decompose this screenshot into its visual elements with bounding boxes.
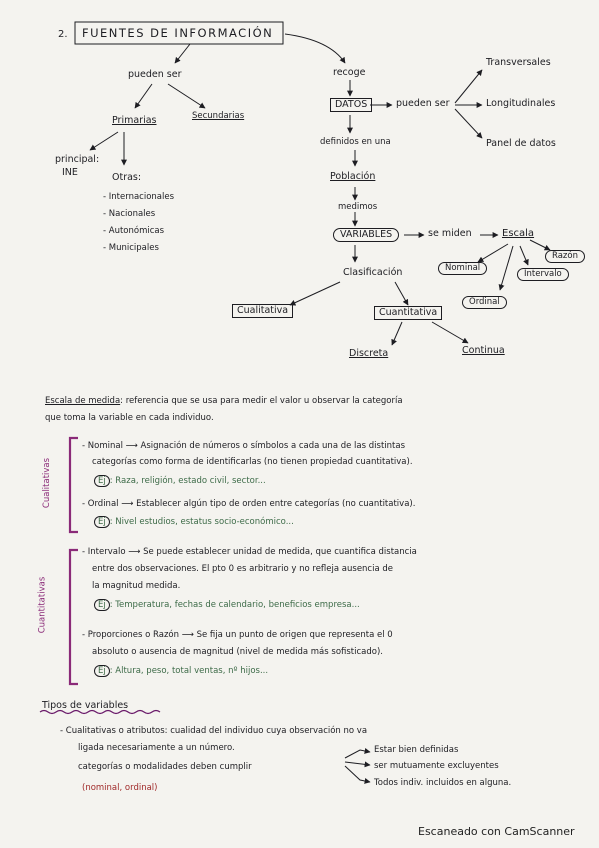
node-datos: DATOS — [330, 98, 373, 113]
node-transversales: Transversales — [486, 57, 551, 68]
nominal-line1: - Nominal ⟶ Asignación de números o símb… — [82, 441, 405, 451]
node-escala: Escala — [502, 228, 535, 239]
definidos-label: definidos en una — [320, 137, 391, 147]
otras-label: Otras: — [112, 172, 142, 183]
razon-example: Ej: Altura, peso, total ventas, nº hijos… — [94, 665, 269, 677]
principal-value: INE — [62, 167, 78, 178]
node-ordinal: Ordinal — [462, 296, 507, 310]
node-intervalo: Intervalo — [517, 268, 569, 282]
node-nominal: Nominal — [438, 262, 488, 276]
title-box — [74, 21, 284, 45]
node-cuantitativa: Cuantitativa — [374, 306, 443, 321]
otras-item: - Nacionales — [103, 209, 156, 219]
ej-badge: Ej — [94, 475, 110, 487]
otras-item: - Autonómicas — [103, 226, 165, 236]
node-poblacion: Población — [330, 171, 376, 182]
tipos-line1: - Cualitativas o atributos: cualidad del… — [60, 726, 368, 736]
node-discreta: Discreta — [349, 348, 389, 359]
razon-example-text: : Altura, peso, total ventas, nº hijos..… — [109, 666, 269, 676]
principal-label: principal: — [55, 154, 100, 165]
node-variables: VARIABLES — [333, 228, 400, 243]
node-secundarias: Secundarias — [192, 111, 245, 121]
ej-badge: Ej — [94, 599, 110, 611]
escala-medida-heading: Escala de medida — [45, 396, 121, 406]
intervalo-example: Ej: Temperatura, fechas de calendario, b… — [94, 599, 360, 611]
pueden-ser-right: pueden ser — [396, 98, 450, 109]
tipos-variables-heading: Tipos de variables — [42, 700, 129, 711]
clasificacion-label: Clasificación — [343, 267, 403, 278]
tipos-line4: (nominal, ordinal) — [82, 783, 158, 793]
nominal-example: Ej: Raza, religión, estado civil, sector… — [94, 475, 266, 487]
cualitativas-side-label: Cualitativas — [42, 457, 53, 509]
intervalo-example-text: : Temperatura, fechas de calendario, ben… — [109, 600, 360, 610]
tipos-line2: ligada necesariamente a un número. — [78, 743, 235, 753]
node-cualitativa: Cualitativa — [232, 304, 294, 319]
node-primarias: Primarias — [112, 115, 157, 126]
cumplir-item: Todos indiv. incluidos en alguna. — [374, 778, 512, 788]
medimos-label: medimos — [338, 202, 378, 212]
razon-line2: absoluto o ausencia de magnitud (nivel d… — [92, 647, 383, 657]
ej-badge: Ej — [94, 665, 110, 677]
escala-medida-paragraph: Escala de medida: referencia que se usa … — [45, 396, 403, 406]
scanner-watermark: Escaneado con CamScanner — [418, 825, 575, 838]
section-number: 2. — [58, 29, 68, 40]
node-panel-datos: Panel de datos — [486, 138, 556, 149]
cumplir-item: ser mutuamente excluyentes — [374, 761, 499, 771]
ordinal-line1: - Ordinal ⟶ Establecer algún tipo de ord… — [82, 499, 416, 509]
node-continua: Continua — [462, 345, 505, 356]
tipos-line3: categorías o modalidades deben cumplir — [78, 762, 252, 772]
cuantitativas-side-label: Cuantitativas — [37, 576, 48, 634]
node-longitudinales: Longitudinales — [486, 98, 556, 109]
otras-item: - Municipales — [103, 243, 159, 253]
cumplir-item: Estar bien definidas — [374, 745, 459, 755]
nominal-line2: categorías como forma de identificarlas … — [92, 457, 413, 467]
section-title: FUENTES DE INFORMACIÓN — [82, 26, 274, 40]
recoge-label: recoge — [333, 67, 366, 78]
escala-medida-line2: que toma la variable en cada individuo. — [45, 413, 214, 423]
nominal-example-text: : Raza, religión, estado civil, sector..… — [109, 476, 266, 486]
se-miden-label: se miden — [428, 228, 472, 239]
pueden-ser-left: pueden ser — [128, 69, 182, 80]
intervalo-line1: - Intervalo ⟶ Se puede establecer unidad… — [82, 547, 417, 557]
intervalo-line3: la magnitud medida. — [92, 581, 181, 591]
escala-medida-line1: : referencia que se usa para medir el va… — [120, 396, 403, 406]
ej-badge: Ej — [94, 516, 110, 528]
node-razon: Razón — [545, 250, 585, 264]
intervalo-line2: entre dos observaciones. El pto 0 es arb… — [92, 564, 394, 574]
otras-item: - Internacionales — [103, 192, 175, 202]
ordinal-example-text: : Nivel estudios, estatus socio-económic… — [109, 517, 294, 527]
ordinal-example: Ej: Nivel estudios, estatus socio-económ… — [94, 516, 294, 528]
razon-line1: - Proporciones o Razón ⟶ Se fija un punt… — [82, 630, 393, 640]
